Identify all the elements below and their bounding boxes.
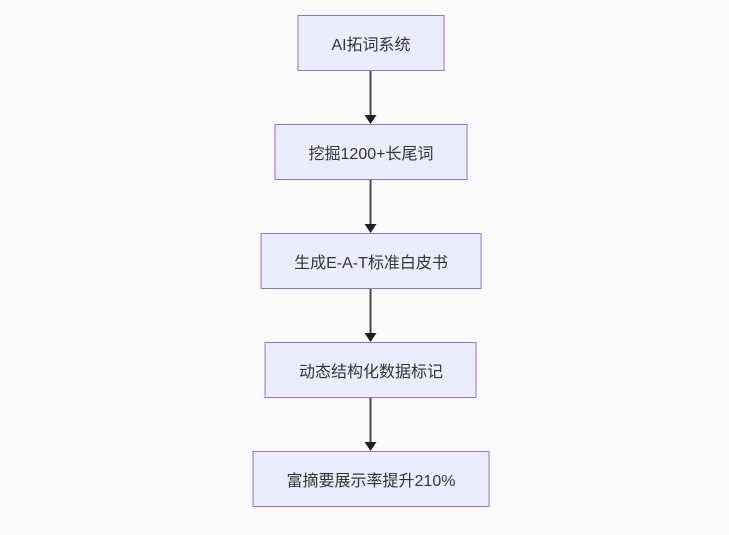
arrow-down-icon	[365, 442, 377, 451]
flow-arrow-4	[365, 398, 377, 451]
flow-node-rich-snippet-result: 富摘要展示率提升210%	[252, 451, 490, 507]
flowchart: AI拓词系统 挖掘1200+长尾词 生成E-A-T标准白皮书 动态结构化数据标记…	[252, 15, 490, 507]
arrow-shaft	[370, 398, 372, 443]
flow-node-eat-whitepaper: 生成E-A-T标准白皮书	[260, 233, 482, 289]
flow-node-structured-data-markup: 动态结构化数据标记	[264, 342, 477, 398]
arrow-down-icon	[365, 333, 377, 342]
arrow-down-icon	[365, 115, 377, 124]
arrow-shaft	[370, 71, 372, 116]
arrow-shaft	[370, 289, 372, 334]
arrow-down-icon	[365, 224, 377, 233]
flow-arrow-1	[365, 71, 377, 124]
flow-arrow-3	[365, 289, 377, 342]
flow-arrow-2	[365, 180, 377, 233]
flow-node-longtail-keywords: 挖掘1200+长尾词	[274, 124, 468, 180]
arrow-shaft	[370, 180, 372, 225]
flow-node-ai-keyword-system: AI拓词系统	[297, 15, 445, 71]
